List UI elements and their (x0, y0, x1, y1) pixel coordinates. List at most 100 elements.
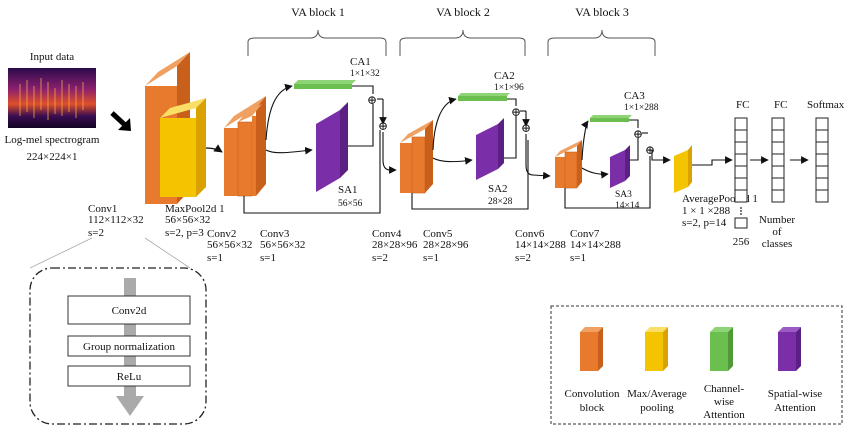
ca1-shape: 1×1×32 (350, 69, 380, 79)
ca2-block (458, 93, 510, 101)
group-norm-label: Group normalization (83, 341, 175, 353)
va-block-3-title: VA block 3 (575, 5, 629, 19)
sa2-shape: 28×28 (488, 197, 513, 207)
ca3-name: CA3 (624, 90, 645, 102)
conv5-name: Conv5 (423, 228, 453, 240)
legend-channel-line-1: Channel- (704, 383, 745, 395)
conv4-shape: 28×28×96 (372, 239, 418, 251)
sa1-block (316, 102, 348, 192)
fc1-layer (734, 117, 748, 203)
classes-line-2: of (772, 226, 782, 238)
plus-1a: ⊕ (367, 93, 377, 107)
plus-1b: ⊕ (378, 119, 388, 133)
conv7-shape: 14×14×288 (570, 239, 621, 251)
fc1-title: FC (736, 99, 749, 111)
classes-line-1: Number (759, 214, 795, 226)
arrow-avgpool-fc1 (692, 156, 733, 166)
conv1-shape: 112×112×32 (88, 214, 144, 226)
plus-2b: ⊕ (521, 121, 531, 135)
legend-conv-swatch (580, 327, 603, 371)
ca1-name: CA1 (350, 56, 371, 68)
va2-connectors (411, 96, 551, 210)
relu-label: ReLu (117, 371, 142, 383)
ca3-shape: 1×1×288 (624, 103, 659, 113)
ca2-name: CA2 (494, 70, 515, 82)
legend-spatial-line-2: Attention (774, 402, 816, 414)
legend-pool-swatch (645, 327, 668, 371)
legend-channel-line-3: Attention (703, 409, 745, 421)
sa1-shape: 56×56 (338, 199, 363, 209)
ca2-shape: 1×1×96 (494, 83, 524, 93)
va-block-1-title: VA block 1 (291, 5, 345, 19)
conv1-stride: s=2 (88, 227, 104, 239)
relu-box (67, 365, 191, 387)
va3-connectors (564, 119, 671, 209)
sa2-name: SA2 (488, 183, 508, 195)
conv6-block (555, 140, 582, 189)
fc1-ellipsis (734, 207, 748, 229)
plus-3a: ⊕ (633, 127, 643, 141)
conv2d-box (67, 295, 191, 325)
conv2d-label: Conv2d (112, 305, 147, 317)
legend-spatial-line-1: Spatial-wise (768, 388, 822, 400)
sa3-name: SA3 (615, 190, 632, 200)
conv6-stride: s=2 (515, 252, 531, 264)
detail-leaders (29, 237, 191, 269)
avgpool-block (674, 145, 692, 193)
fc1-size: 256 (733, 236, 750, 248)
plus-2a: ⊕ (511, 105, 521, 119)
input-arrow (110, 111, 131, 131)
conv5-shape: 28×28×96 (423, 239, 469, 251)
arrow-pool-conv2 (205, 144, 223, 153)
maxpool-stride: s=2, p=3 (165, 227, 204, 239)
input-size: 224×224×1 (27, 151, 78, 163)
conv6-name: Conv6 (515, 228, 545, 240)
legend-conv-line-2: block (580, 402, 605, 414)
conv3-stride: s=1 (260, 252, 276, 264)
avgpool-stride: s=2, p=14 (682, 217, 727, 229)
conv1-name: Conv1 (88, 203, 117, 215)
va1-connectors (243, 83, 397, 214)
conv2-block (224, 96, 266, 197)
sa1-name: SA1 (338, 184, 358, 196)
conv3-shape: 56×56×32 (260, 239, 305, 251)
conv3-name: Conv3 (260, 228, 290, 240)
conv2-name: Conv2 (207, 228, 236, 240)
conv4-stride: s=2 (372, 252, 388, 264)
ca1-block (294, 80, 356, 89)
maxpool-shape: 56×56×32 (165, 214, 210, 226)
fc2-layer (771, 117, 785, 203)
conv6-shape: 14×14×288 (515, 239, 566, 251)
input-title: Input data (30, 51, 74, 63)
softmax-title: Softmax (807, 99, 845, 111)
softmax-layer (815, 117, 829, 203)
legend-conv-line-1: Convolution (564, 388, 620, 400)
classes-line-3: classes (762, 238, 793, 250)
input-caption: Log-mel spectrogram (5, 134, 100, 146)
sa3-shape: 14×14 (615, 201, 640, 211)
va-brackets (247, 29, 656, 56)
conv2-shape: 56×56×32 (207, 239, 252, 251)
conv7-stride: s=1 (570, 252, 586, 264)
detail-inset (29, 267, 207, 425)
legend-channel-line-2: wise (714, 396, 734, 408)
conv4-name: Conv4 (372, 228, 402, 240)
maxpool-name: MaxPool2d 1 (165, 203, 225, 215)
conv7-name: Conv7 (570, 228, 600, 240)
avgpool-shape: 1 × 1 ×288 (682, 205, 731, 217)
va-block-2-title: VA block 2 (436, 5, 490, 19)
conv2-stride: s=1 (207, 252, 223, 264)
legend-spatial-swatch (778, 327, 801, 371)
sa2-block (476, 118, 504, 180)
plus-3b: ⊕ (645, 143, 655, 157)
legend-pool-line-2: pooling (640, 402, 674, 414)
group-norm-box (67, 335, 191, 357)
legend-channel-swatch (710, 327, 733, 371)
maxpool-block (160, 98, 206, 197)
sa3-block (610, 145, 630, 188)
fc2-title: FC (774, 99, 787, 111)
conv4-block (400, 120, 433, 194)
ca3-block (590, 115, 632, 122)
spectrogram-image (8, 68, 96, 128)
